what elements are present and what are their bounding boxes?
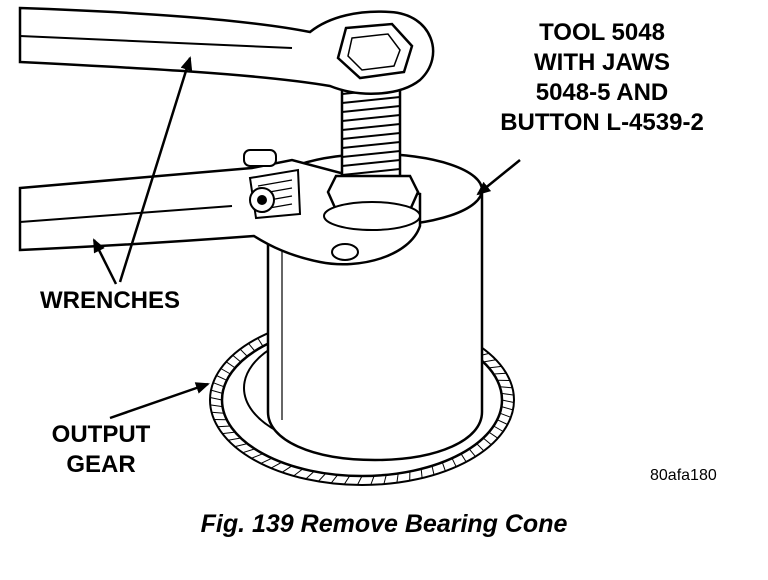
wrenches-callout-label: WRENCHES [40,287,181,314]
callout-arrows [92,56,521,420]
gear-callout-line: OUTPUT [51,421,151,448]
tool-callout-label: TOOL 5048 WITH JAWS 5048-5 AND BUTTON L-… [462,18,742,138]
tool-callout-line: BUTTON L-4539-2 [500,109,704,136]
tool-callout-line: 5048-5 AND [535,79,669,106]
tool-callout-line: WITH JAWS [534,49,670,76]
output-gear-callout-label: OUTPUT GEAR [36,420,166,480]
upper-wrench [18,6,435,95]
forcing-screw [323,80,421,231]
lower-wrench [18,149,422,266]
gear-callout-line: GEAR [66,451,136,478]
figure-caption: Fig. 139 Remove Bearing Cone [200,510,568,538]
tool-callout-line: TOOL 5048 [539,19,665,46]
image-reference-code: 80afa180 [650,467,717,484]
